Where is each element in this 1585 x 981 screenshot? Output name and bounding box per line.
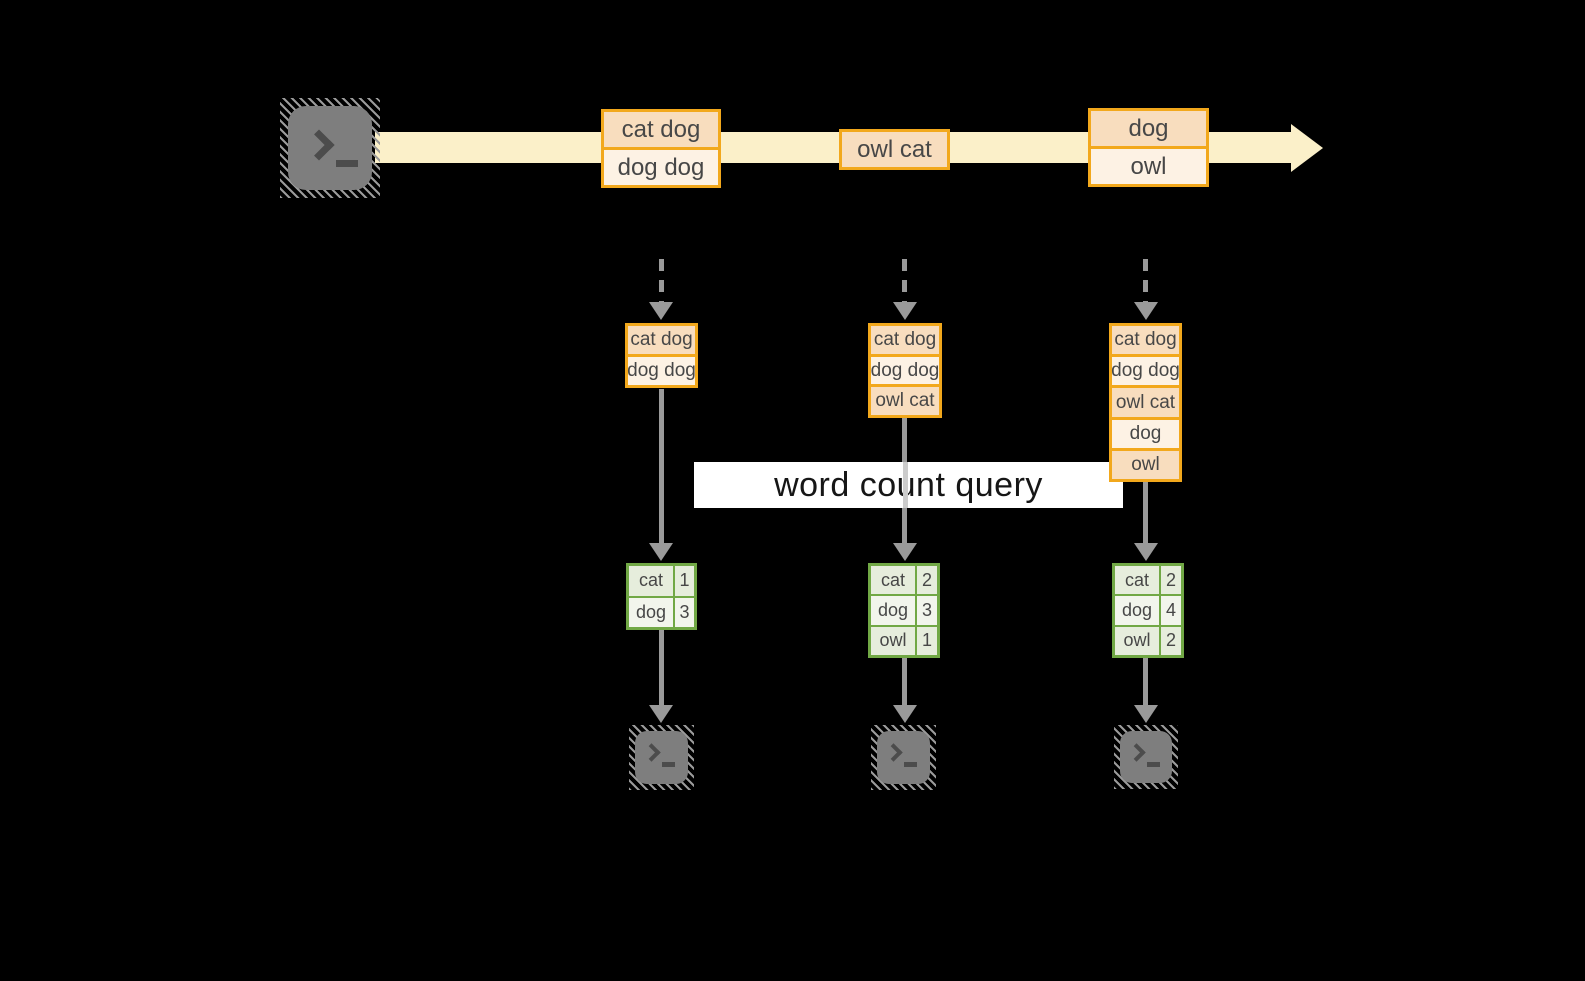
solid-arrowhead-icon <box>893 705 917 723</box>
batch-item: owl <box>1091 149 1206 184</box>
prompt-chevron-icon <box>642 743 661 762</box>
input-row: dog dog <box>871 356 939 385</box>
solid-arrow <box>659 630 664 705</box>
input-row: owl cat <box>871 387 939 416</box>
count-word: dog <box>871 596 915 625</box>
count-row: cat 2 <box>871 566 937 595</box>
stream-batch-3: dog owl <box>1088 108 1209 187</box>
prompt-chevron-icon <box>884 743 903 762</box>
count-word: cat <box>871 566 915 595</box>
solid-arrowhead-icon <box>649 705 673 723</box>
query-label: word count query <box>694 462 1123 508</box>
terminal-icon <box>280 98 380 198</box>
stream-arrowhead-icon <box>1291 124 1323 172</box>
count-value: 2 <box>1161 626 1181 655</box>
solid-arrowhead-icon <box>1134 543 1158 561</box>
input-row: owl <box>1112 450 1179 480</box>
terminal-body <box>288 106 372 190</box>
count-row: cat 2 <box>1115 566 1181 595</box>
count-word: owl <box>871 626 915 655</box>
solid-arrow <box>1143 482 1148 543</box>
count-table-2: cat 2 dog 3 owl 1 <box>868 563 940 658</box>
count-row: owl 1 <box>871 626 937 655</box>
count-word: cat <box>1115 566 1159 595</box>
solid-arrow <box>902 658 907 705</box>
count-word: dog <box>1115 596 1159 625</box>
input-table-1: cat dog dog dog <box>625 323 698 388</box>
count-value: 1 <box>917 626 937 655</box>
dashed-arrowhead-icon <box>893 302 917 320</box>
input-row: cat dog <box>1112 326 1179 355</box>
dashed-arrowhead-icon <box>649 302 673 320</box>
terminal-body <box>635 731 688 784</box>
terminal-icon <box>1114 725 1178 789</box>
prompt-chevron-icon <box>1127 743 1146 762</box>
count-row: owl 2 <box>1115 626 1181 655</box>
solid-arrowhead-icon <box>893 543 917 561</box>
batch-item: dog dog <box>604 150 718 185</box>
count-row: dog 4 <box>1115 596 1181 625</box>
solid-arrow <box>659 389 664 543</box>
input-row: dog dog <box>627 357 696 385</box>
terminal-body <box>1120 731 1172 783</box>
input-row: cat dog <box>628 326 695 354</box>
input-table-3: cat dog dog dog owl cat dog owl <box>1109 323 1182 482</box>
count-table-3: cat 2 dog 4 owl 2 <box>1112 563 1184 658</box>
prompt-underscore-icon <box>1147 762 1160 767</box>
input-row: dog <box>1112 419 1179 448</box>
input-row: dog dog <box>1111 357 1180 386</box>
solid-arrowhead-icon <box>649 543 673 561</box>
terminal-icon <box>629 725 694 790</box>
query-label-text: word count query <box>774 465 1043 504</box>
batch-item: owl cat <box>842 132 947 167</box>
batch-item: dog <box>1091 111 1206 146</box>
count-row: dog 3 <box>629 597 694 627</box>
count-value: 2 <box>1161 566 1181 595</box>
dashed-arrow <box>1143 259 1148 303</box>
count-table-1: cat 1 dog 3 <box>626 563 697 630</box>
prompt-underscore-icon <box>662 762 675 767</box>
count-word: owl <box>1115 626 1159 655</box>
terminal-icon <box>871 725 936 790</box>
prompt-underscore-icon <box>336 160 358 167</box>
count-value: 3 <box>917 596 937 625</box>
stream-batch-1: cat dog dog dog <box>601 109 721 188</box>
count-row: dog 3 <box>871 596 937 625</box>
count-value: 2 <box>917 566 937 595</box>
count-value: 3 <box>675 597 694 627</box>
solid-arrowhead-icon <box>1134 705 1158 723</box>
dashed-arrowhead-icon <box>1134 302 1158 320</box>
input-row: cat dog <box>871 326 939 354</box>
batch-item: cat dog <box>604 112 718 147</box>
dashed-arrow <box>902 259 907 303</box>
prompt-underscore-icon <box>904 762 917 767</box>
dashed-arrow <box>659 259 664 303</box>
terminal-body <box>877 731 930 784</box>
prompt-chevron-icon <box>303 129 335 161</box>
count-word: cat <box>629 566 673 596</box>
count-word: dog <box>629 597 673 627</box>
stream-batch-2: owl cat <box>839 129 950 170</box>
arrow-through-label <box>903 462 908 508</box>
input-row: owl cat <box>1112 388 1179 417</box>
count-value: 4 <box>1161 596 1181 625</box>
count-value: 1 <box>675 566 694 596</box>
count-row: cat 1 <box>629 566 694 596</box>
input-table-2: cat dog dog dog owl cat <box>868 323 942 418</box>
solid-arrow <box>1143 658 1148 705</box>
